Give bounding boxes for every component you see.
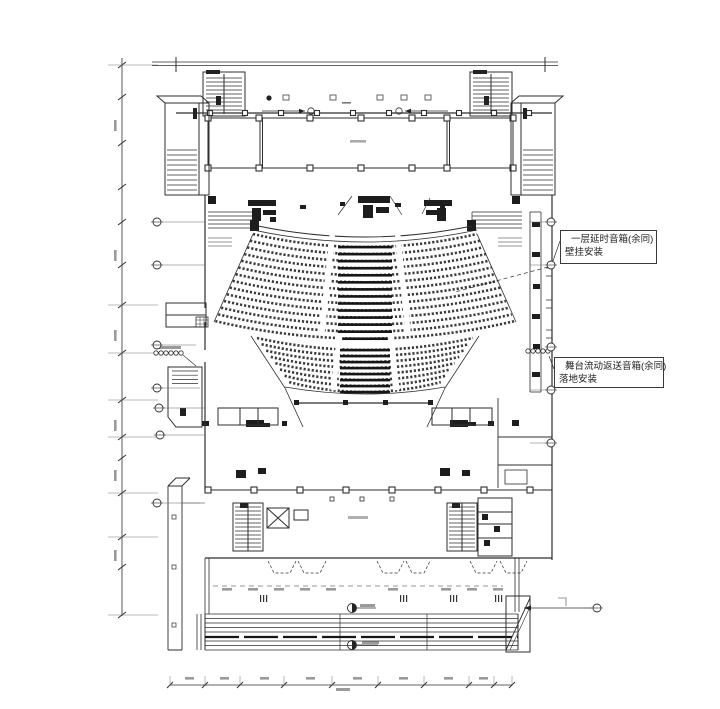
speaker-cluster-icons xyxy=(208,196,520,231)
bottom-dimension-line xyxy=(166,676,516,691)
side-passage-lines xyxy=(471,211,522,247)
vestibule-band xyxy=(204,558,520,650)
left-dimension-line xyxy=(108,58,158,619)
auditorium-rear-rooms xyxy=(202,400,519,427)
stair-treads xyxy=(523,149,553,191)
annotation-stage-monitor: 舞台流动返送音箱(余同) 落地安装 xyxy=(554,357,667,388)
annotation-line: 一层延时音箱(余同) xyxy=(571,234,654,245)
entrance-door-swings xyxy=(267,560,528,574)
entrance-steps xyxy=(196,595,592,653)
side-stair-towers xyxy=(155,95,565,196)
annotation-line: 落地安装 xyxy=(559,373,598,385)
annotation-line: 舞台流动返送音箱(余同) xyxy=(565,361,667,372)
entrance-lobby xyxy=(204,468,552,574)
annotation-line: 壁挂安装 xyxy=(565,246,604,258)
stair-treads xyxy=(167,149,197,191)
column-squares xyxy=(204,486,534,494)
left-side-rooms xyxy=(153,302,209,651)
annotation-leader-lines xyxy=(454,240,561,370)
axis-bubble-cluster xyxy=(153,350,184,356)
seating-lower-block xyxy=(256,333,474,394)
main-walls xyxy=(204,195,553,560)
stair-treads xyxy=(172,370,198,384)
annotation-delay-speaker: 一层延时音箱(余同) 壁挂安装 xyxy=(560,230,657,264)
step-lines xyxy=(205,613,518,651)
rear-stage-block xyxy=(152,57,558,172)
proscenium-speaker-zone xyxy=(208,195,522,247)
grid-axis-bubbles xyxy=(151,217,603,613)
seating-boundaries xyxy=(213,229,517,428)
illegible-dim-text xyxy=(222,588,503,602)
column-squares xyxy=(204,109,533,172)
axis-bubble-cluster xyxy=(525,348,551,354)
seating-upper-block xyxy=(215,227,515,341)
